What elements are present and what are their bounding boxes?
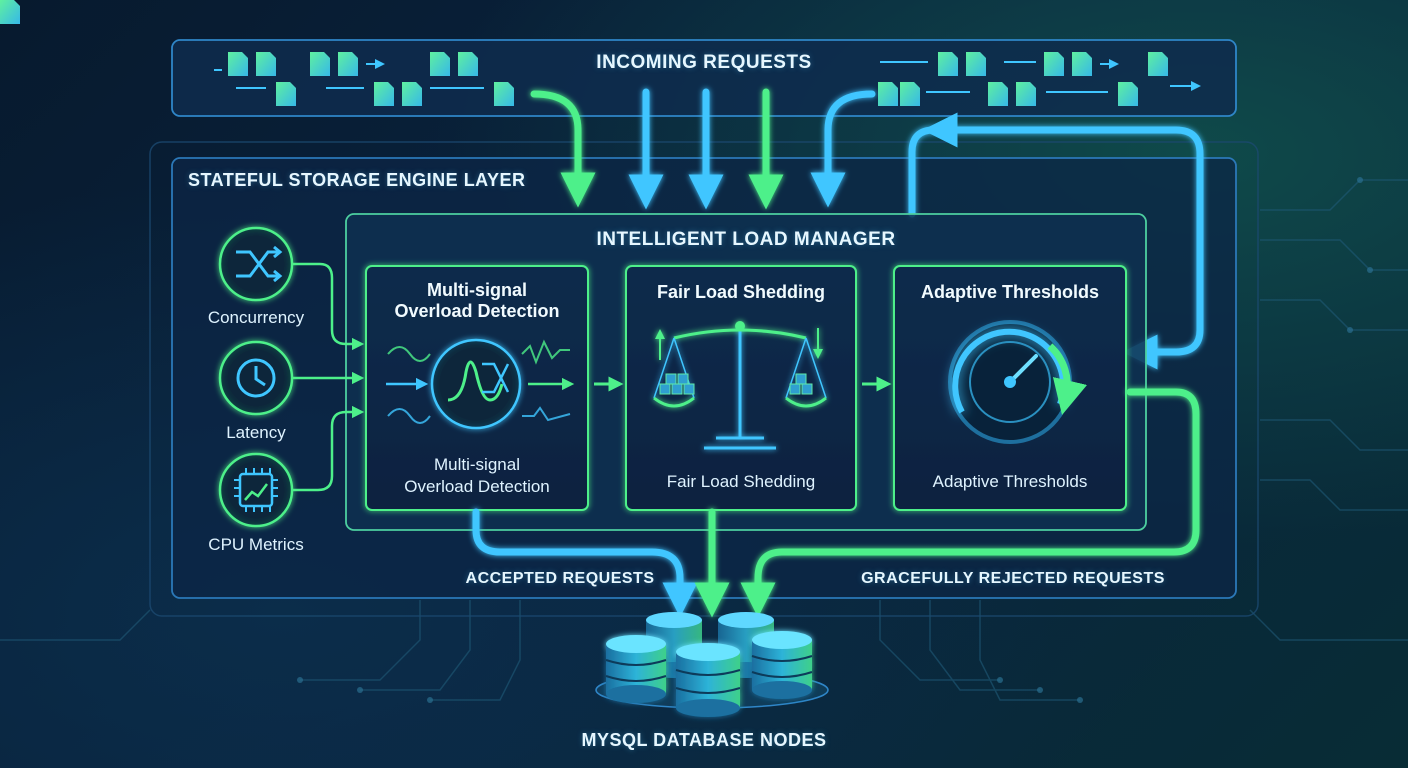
rejected-requests-label: GRACEFULLY REJECTED REQUESTS (861, 570, 1165, 587)
detection-caption-line2: Overload Detection (404, 477, 550, 496)
request-doc-icons (0, 0, 1168, 106)
output-arrows (472, 388, 1200, 618)
load-manager-title: INTELLIGENT LOAD MANAGER (596, 229, 896, 250)
circuit-traces (0, 179, 1408, 701)
waveform-icon (386, 338, 575, 430)
shedding-title: Fair Load Shedding (656, 282, 825, 302)
gauge-icon (948, 320, 1088, 444)
signal-connectors (292, 262, 365, 492)
signal-label-concurrency: Concurrency (207, 308, 305, 327)
shedding-caption: Fair Load Shedding (666, 472, 816, 491)
request-doc-icon (0, 0, 20, 24)
circuit-nodes (297, 177, 1373, 703)
thresholds-caption: Adaptive Thresholds (932, 472, 1088, 491)
engine-layer-title: STATEFUL STORAGE ENGINE LAYER (188, 170, 526, 190)
signal-label-latency: Latency (226, 423, 286, 442)
db-node (675, 643, 741, 717)
shuffle-icon (218, 226, 294, 302)
detection-caption-line1: Multi-signal (434, 455, 520, 474)
clock-icon (218, 340, 294, 416)
thresholds-title: Adaptive Thresholds (920, 282, 1100, 302)
accepted-requests-label: ACCEPTED REQUESTS (465, 570, 655, 587)
balance-scale-icon (653, 321, 827, 450)
detection-title-line2: Overload Detection (394, 301, 560, 321)
rejected-flow-arrow (740, 388, 1200, 618)
database-cluster-icon (595, 612, 829, 717)
cpu-chip-icon (218, 452, 294, 528)
weight-blocks (659, 373, 813, 395)
feedback-loop-arrow (908, 126, 1204, 370)
incoming-requests-title: INCOMING REQUESTS (596, 52, 812, 73)
detection-title-line1: Multi-signal (427, 280, 527, 300)
db-node (605, 635, 667, 703)
db-node (751, 631, 813, 699)
accepted-flow-arrow (472, 508, 698, 618)
signal-label-cpu: CPU Metrics (208, 535, 304, 554)
request-flow-arrows (214, 59, 1201, 93)
incoming-arrows (530, 88, 876, 210)
database-title: MYSQL DATABASE NODES (581, 730, 827, 750)
